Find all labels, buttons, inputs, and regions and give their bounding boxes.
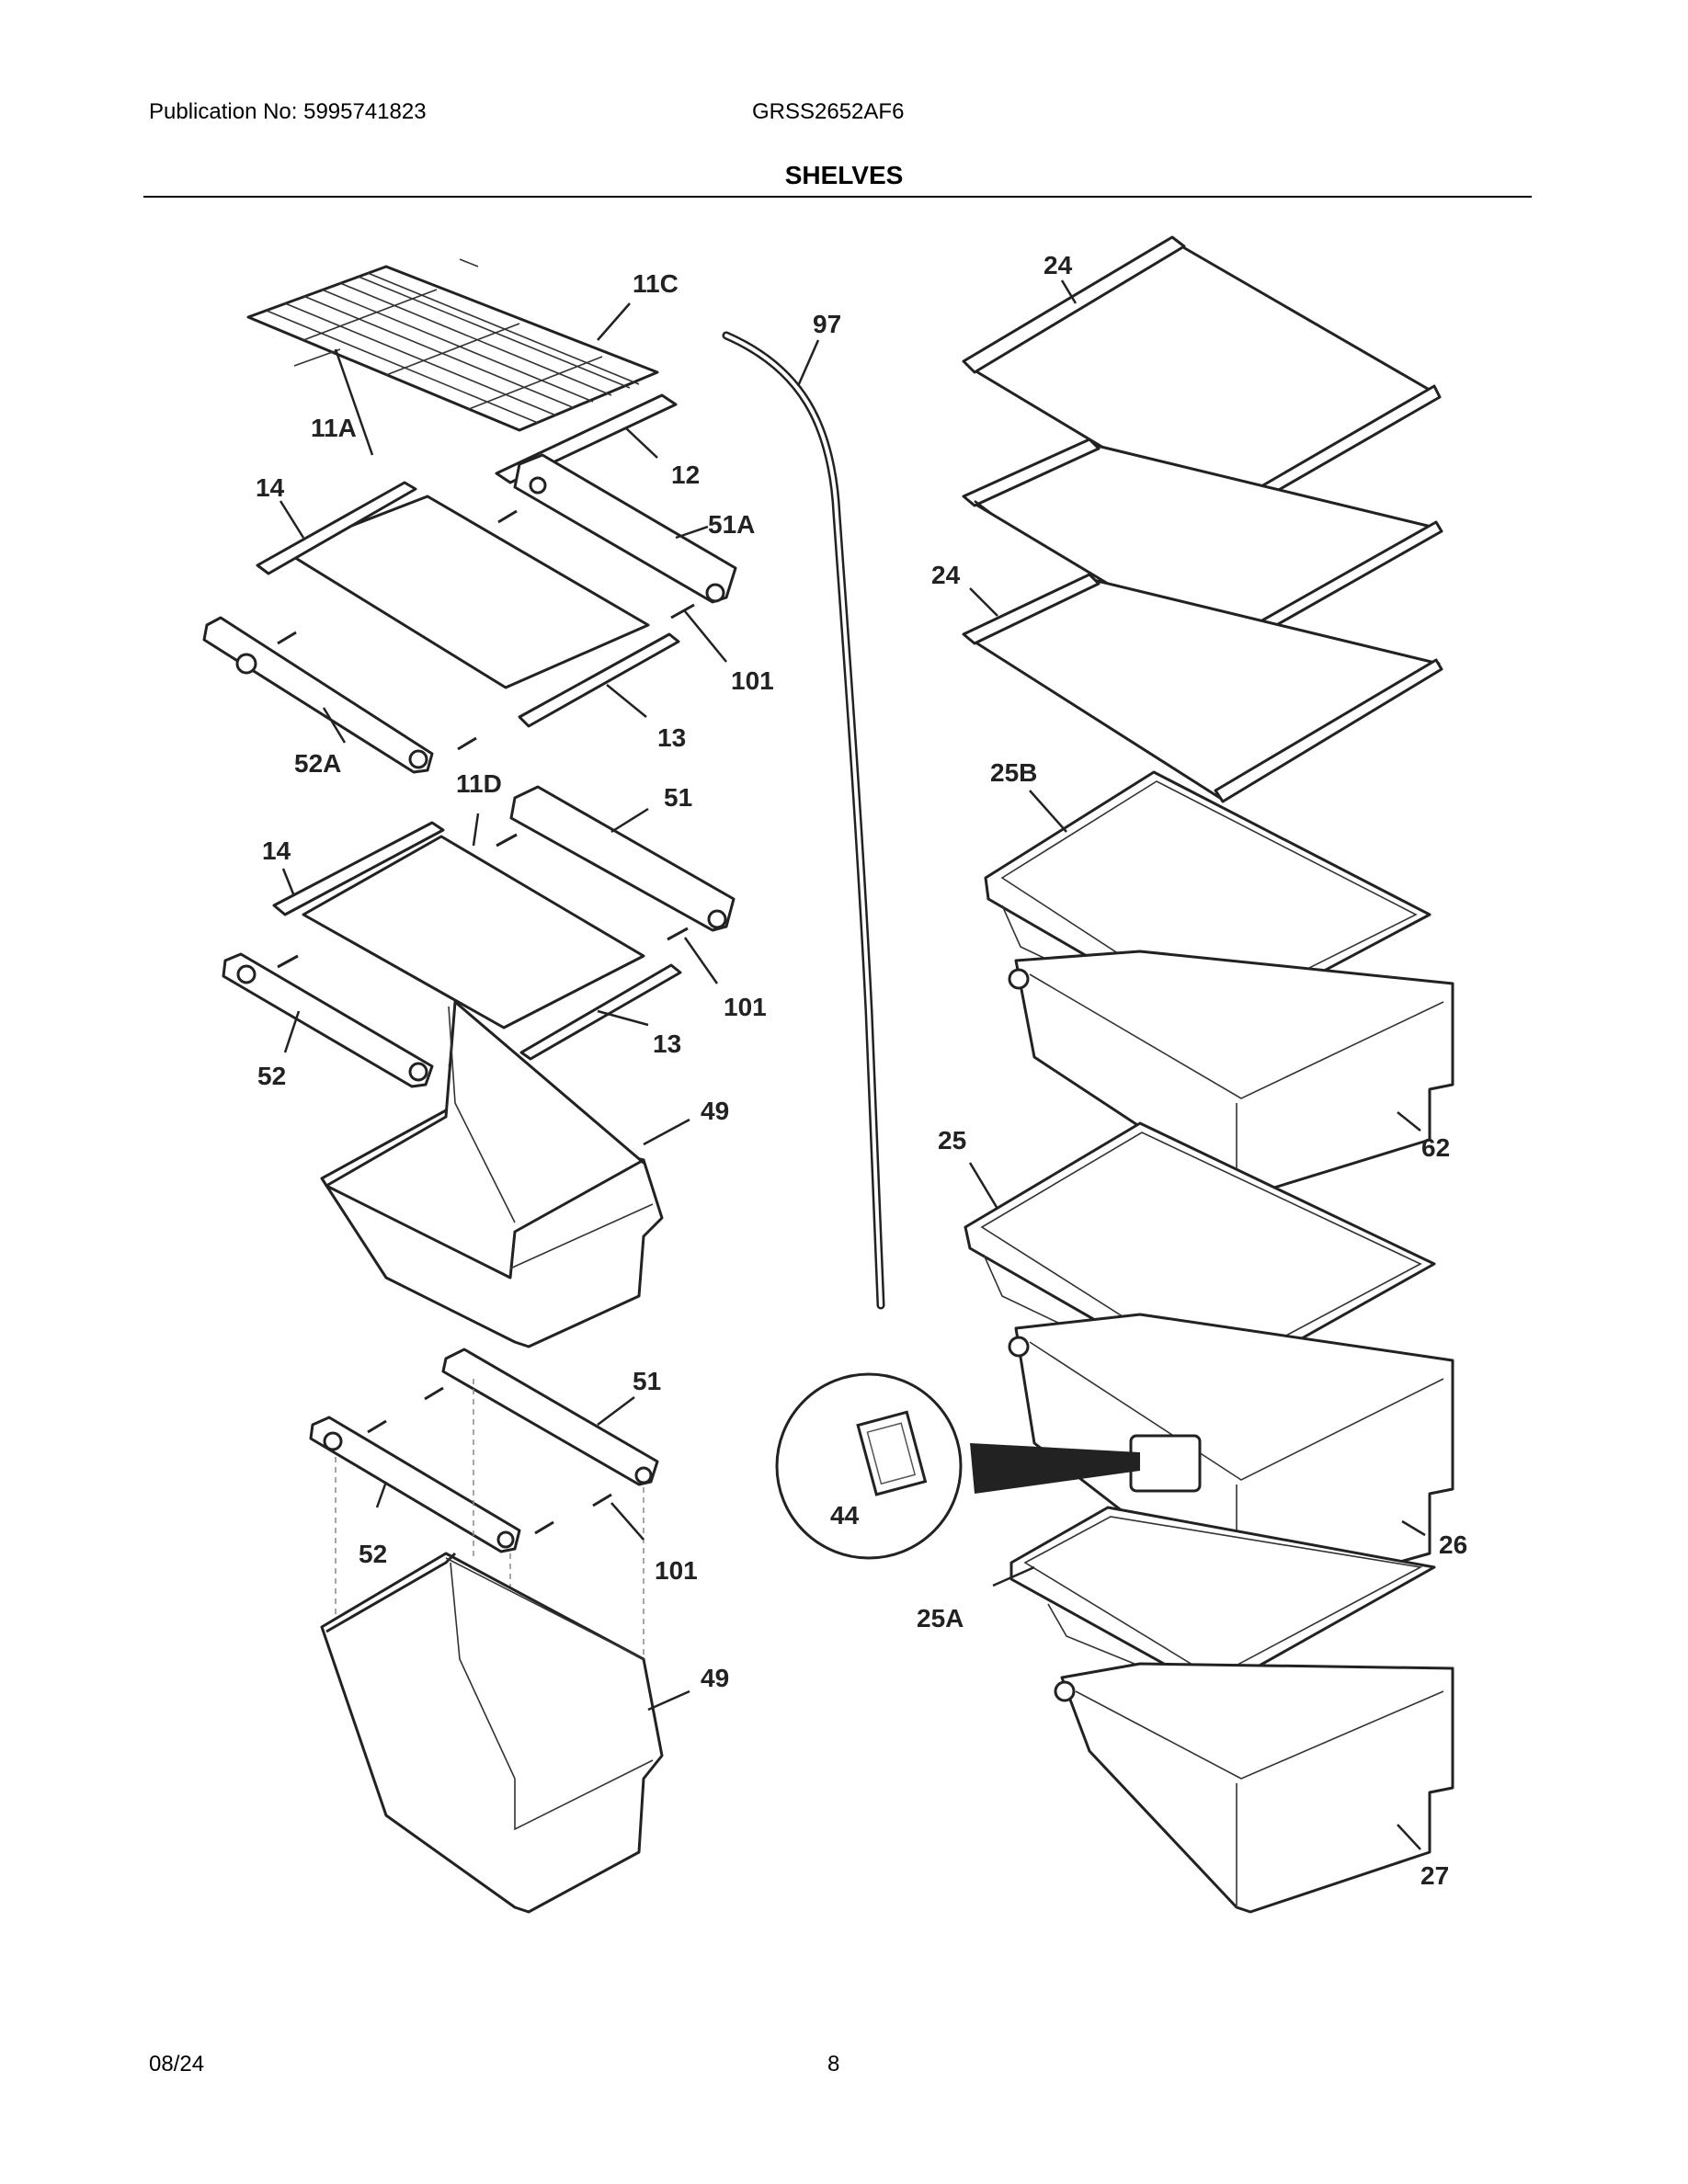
door-bin-49-lower <box>320 1552 664 1914</box>
callout-11D: 11D <box>456 769 502 798</box>
crisper-drawer-62 <box>1008 950 1454 1197</box>
callout-24-top: 24 <box>1044 251 1073 279</box>
footer-date: 08/24 <box>149 2052 205 2076</box>
trim-13-upper <box>518 632 680 728</box>
callout-25A: 25A <box>917 1604 964 1632</box>
callout-14-lower: 14 <box>262 836 291 865</box>
glass-shelf-11A <box>283 495 650 689</box>
shelf-bracket-51-upper <box>509 785 736 932</box>
callout-49-lower: 49 <box>701 1664 729 1692</box>
callout-49-upper: 49 <box>701 1097 729 1125</box>
callout-24-lower: 24 <box>931 561 961 589</box>
wire-shelf-11C <box>246 258 659 432</box>
callout-11A: 11A <box>311 414 357 442</box>
callout-97: 97 <box>813 310 841 338</box>
callout-25: 25 <box>938 1126 966 1155</box>
callout-27: 27 <box>1420 1861 1449 1890</box>
model-number: GRSS2652AF6 <box>752 99 905 124</box>
crisper-drawer-27 <box>1054 1662 1454 1914</box>
crisper-drawer-26 <box>1008 1313 1454 1606</box>
page-title: SHELVES <box>784 161 904 189</box>
shelf-bracket-52-upper <box>222 952 434 1088</box>
callout-26: 26 <box>1439 1530 1467 1559</box>
callout-12: 12 <box>671 461 700 489</box>
publication-number: Publication No: 5995741823 <box>149 99 427 124</box>
callout-52A: 52A <box>294 749 341 778</box>
shelf-bracket-51A <box>513 453 737 604</box>
callout-11C: 11C <box>633 269 679 298</box>
trim-14-upper <box>256 481 417 575</box>
callout-101-upper: 101 <box>731 666 774 695</box>
callout-13-lower: 13 <box>653 1029 681 1058</box>
callout-14-upper: 14 <box>256 473 285 502</box>
shelf-bracket-52A <box>202 616 434 774</box>
callout-51-upper: 51 <box>664 783 692 812</box>
callout-51-lower: 51 <box>633 1367 661 1395</box>
callout-101-lower: 101 <box>655 1556 698 1585</box>
detail-magnifier-44 <box>775 1372 1140 1560</box>
callout-25B: 25B <box>990 758 1037 787</box>
callout-leaders <box>279 279 1426 1850</box>
callout-44: 44 <box>830 1501 860 1530</box>
header-divider <box>143 196 1532 198</box>
callout-52-upper: 52 <box>257 1062 286 1090</box>
callout-101-middle: 101 <box>724 993 767 1021</box>
callout-52-lower: 52 <box>359 1540 387 1568</box>
door-bin-49-upper <box>320 1000 664 1348</box>
page-number: 8 <box>827 2052 840 2076</box>
shelf-bracket-51-lower <box>441 1348 659 1486</box>
screws-101-lower <box>367 1386 612 1535</box>
shelf-bracket-52-lower <box>309 1416 521 1553</box>
callout-51A: 51A <box>708 510 755 539</box>
glass-shelf-24-bottom <box>962 573 1443 803</box>
glass-shelf-11D <box>302 835 645 1029</box>
crisper-cover-25 <box>964 1121 1436 1393</box>
callout-13-upper: 13 <box>657 723 686 752</box>
callout-62: 62 <box>1421 1133 1450 1162</box>
trim-14-lower <box>272 821 445 916</box>
screws-101-upper <box>277 509 695 751</box>
